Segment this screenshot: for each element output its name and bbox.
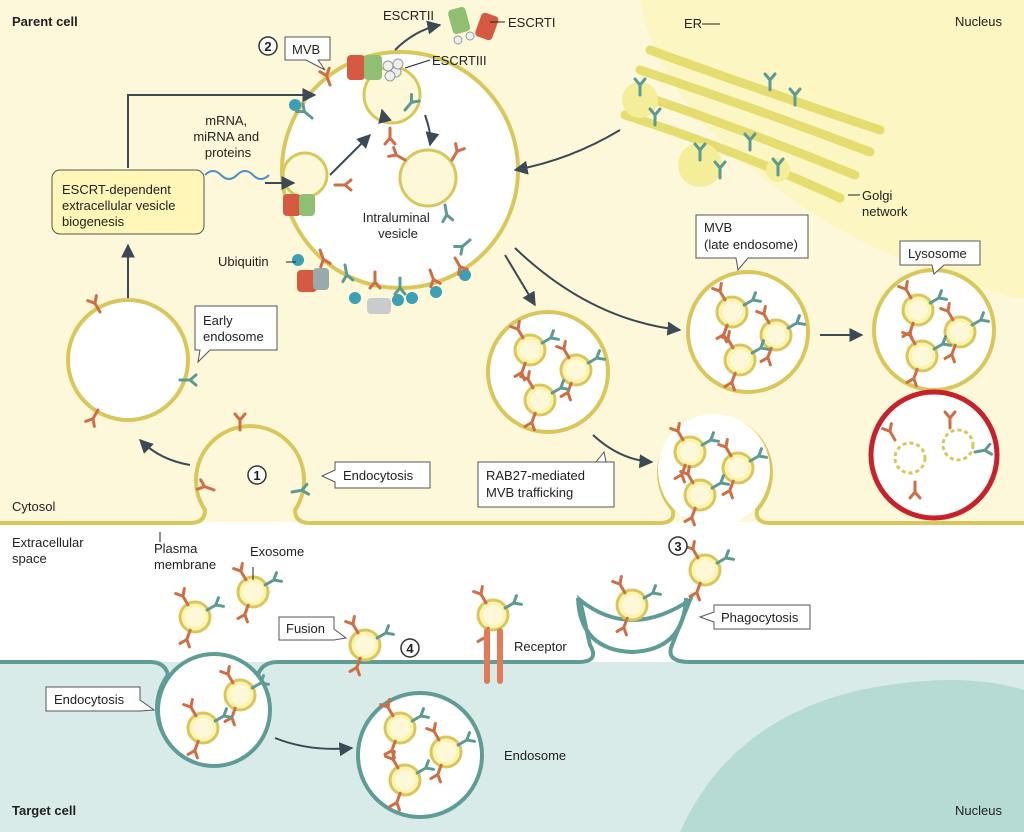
label-nucleus-bottom: Nucleus: [955, 803, 1002, 818]
label-plasma-membrane-line-2: membrane: [154, 557, 216, 572]
label-er: ER: [684, 16, 702, 31]
arrow-golgi-to-mvb: [513, 129, 621, 175]
escrt-box: [51, 169, 205, 235]
receptor: [484, 628, 503, 684]
label-intraluminal-vesicle: Intraluminal vesicle: [363, 210, 434, 241]
label-golgi-line-2: network: [862, 204, 908, 219]
label-endocytosis-target: Endocytosis: [54, 692, 125, 707]
label-endosome: Endosome: [504, 748, 566, 763]
step-3-number: 3: [674, 539, 681, 554]
label-extracellular-space: Extracellular space: [12, 535, 87, 566]
label-mvb-late-line-1: MVB: [704, 220, 732, 235]
label-exosome: Exosome: [250, 544, 304, 559]
early-endosome: [66, 298, 190, 422]
label-fusion: Fusion: [286, 621, 325, 636]
arrow-vesicle-to-ilv: [424, 114, 440, 147]
label-mvb: MVB: [292, 42, 320, 57]
arrow-bud-inward: [329, 134, 371, 176]
label-ubiquitin: Ubiquitin: [218, 254, 269, 269]
label-escrtiii: ESCRTIII: [432, 53, 487, 68]
arrow-pit-to-early-endosome: [139, 439, 191, 466]
label-mvb-late-line-2: (late endosome): [704, 237, 798, 252]
degraded-vesicles: [893, 428, 975, 475]
target-endosome: [356, 691, 484, 819]
callout-boxes: [45, 36, 981, 712]
arrow-middle-to-docking: [592, 434, 654, 469]
golgi-stack: [620, 45, 885, 203]
arrows: [121, 20, 864, 757]
budding-vesicle-left: [281, 151, 329, 199]
mrna-squiggle: [204, 170, 270, 180]
label-phagocytosis: Phagocytosis: [721, 610, 799, 625]
nucleus-bottom: [680, 680, 1024, 832]
leader-lines: [159, 21, 860, 580]
label-cargo-line-1: mRNA,: [205, 113, 247, 128]
arrow-mvb-to-late: [514, 247, 682, 336]
label-cargo-line-3: proteins: [205, 145, 252, 160]
parent-membrane-line: [0, 414, 1024, 525]
nucleus-top: [640, 0, 1024, 300]
arrow-escrt-to-mvb: [127, 88, 317, 168]
phagocytic-cup: [576, 597, 688, 655]
mvb-late-endosome: [686, 270, 810, 394]
label-early-endosome-line-1: Early: [203, 313, 233, 328]
label-escrt-line-3: biogenesis: [62, 214, 125, 229]
label-endocytosis-parent: Endocytosis: [343, 468, 414, 483]
label-rab27-line-1: RAB27-mediated: [486, 468, 585, 483]
escrtiii-complex: [347, 55, 404, 82]
label-rab27: RAB27-mediated MVB trafficking: [486, 468, 589, 500]
label-cargo-line-2: miRNA and: [193, 129, 259, 144]
label-early-endosome-line-2: endosome: [203, 329, 264, 344]
label-early-endosome: Early endosome: [203, 313, 264, 344]
step-circles: [247, 36, 688, 658]
arrow-mvb-to-middle: [504, 254, 536, 307]
label-parent-cell: Parent cell: [12, 14, 78, 29]
label-plasma-membrane-line-1: Plasma: [154, 541, 198, 556]
label-golgi-network: Golgi network: [862, 188, 908, 219]
label-ilv-line-1: Intraluminal: [363, 210, 430, 225]
label-lysosome: Lysosome: [908, 246, 967, 261]
intraluminal-vesicle: [398, 148, 458, 208]
label-ilv-line-2: vesicle: [378, 226, 418, 241]
label-extracellular-line-1: Extracellular: [12, 535, 84, 550]
target-endocytic-vesicle: [156, 652, 272, 768]
arrow-top-inward: [378, 108, 392, 124]
label-receptor: Receptor: [514, 639, 567, 654]
label-escrt-box: ESCRT-dependent extracellular vesicle bi…: [62, 182, 179, 229]
label-escrti: ESCRTI: [508, 15, 555, 30]
label-mvb-late: MVB (late endosome): [704, 220, 798, 252]
escrtii-released: [448, 6, 499, 45]
step-1-number: 1: [253, 468, 260, 483]
label-plasma-membrane: Plasma membrane: [154, 541, 216, 572]
label-golgi-line-1: Golgi: [862, 188, 892, 203]
escrt-bottom: [283, 194, 391, 314]
label-cargo: mRNA, miRNA and proteins: [193, 113, 262, 160]
step-4-number: 4: [406, 641, 414, 656]
arrow-escrt-release: [394, 20, 442, 51]
label-target-cell: Target cell: [12, 803, 76, 818]
golgi-vesicle: [678, 143, 722, 187]
extracellular-space: [0, 522, 1024, 662]
ubiquitin-dots: [289, 99, 471, 306]
label-extracellular-line-2: space: [12, 551, 47, 566]
label-escrt-line-1: ESCRT-dependent: [62, 182, 171, 197]
arrow-target-endocytic-to-endosome: [274, 737, 354, 757]
label-escrt-line-2: extracellular vesicle: [62, 198, 175, 213]
label-cytosol: Cytosol: [12, 499, 55, 514]
label-escrtii: ESCRTII: [383, 8, 434, 23]
label-rab27-line-2: MVB trafficking: [486, 485, 573, 500]
step-2-number: 2: [264, 39, 271, 54]
label-nucleus-top: Nucleus: [955, 14, 1002, 29]
lysosome: [868, 389, 1000, 521]
